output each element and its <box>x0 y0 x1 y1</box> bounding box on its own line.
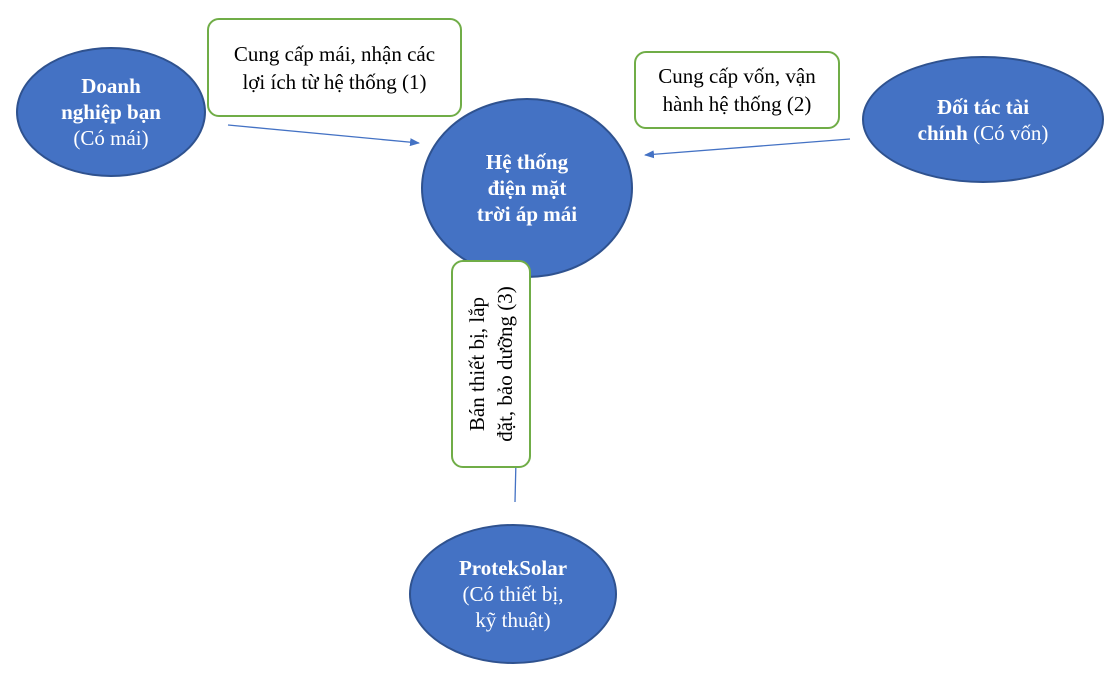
label-2-line-2: hành hệ thống (2) <box>662 92 812 116</box>
label-2-line-1: Cung cấp vốn, vận <box>658 64 816 88</box>
node-doi-tac: Đối tác tài chính (Có vốn) <box>862 56 1104 183</box>
node-doanh-nghiep-title-line-1: Doanh <box>81 74 141 98</box>
node-doanh-nghiep-title-line-2: nghiệp bạn <box>61 100 161 124</box>
node-protek-subtitle-line-1: (Có thiết bị, <box>462 582 564 606</box>
node-center-line-1: Hệ thống <box>485 150 569 174</box>
label-box-1: Cung cấp mái, nhận các lợi ích từ hệ thố… <box>207 18 462 117</box>
label-1-line-2: lợi ích từ hệ thống (1) <box>242 69 427 94</box>
arrow-doanh-nghiep-to-center <box>227 124 420 147</box>
node-doi-tac-title-line-1: Đối tác tài <box>936 94 1030 119</box>
label-3-line-2: đặt, bảo dưỡng (3) <box>493 286 517 442</box>
node-doi-tac-subtitle: (Có vốn) <box>973 120 1049 145</box>
node-center-system: Hệ thống điện mặt trời áp mái <box>421 98 633 278</box>
label-1-line-1: Cung cấp mái, nhận các <box>233 41 436 66</box>
node-doanh-nghiep: Doanh nghiệp bạn (Có mái) <box>16 47 206 177</box>
label-box-3: Bán thiết bị, lắp đặt, bảo dưỡng (3) <box>451 260 531 468</box>
node-protek-solar: ProtekSolar (Có thiết bị, kỹ thuật) <box>409 524 617 664</box>
node-center-line-3: trời áp mái <box>476 202 578 226</box>
node-center-line-2: điện mặt <box>487 176 567 200</box>
node-doanh-nghiep-subtitle: (Có mái) <box>73 126 149 150</box>
label-box-2: Cung cấp vốn, vận hành hệ thống (2) <box>634 51 840 129</box>
node-protek-subtitle-line-2: kỹ thuật) <box>475 608 551 632</box>
node-doi-tac-line-2: chính (Có vốn) <box>918 120 1049 146</box>
node-protek-title: ProtekSolar <box>458 556 568 580</box>
label-3-line-1: Bán thiết bị, lắp <box>465 296 489 432</box>
arrow-doi-tac-to-center <box>644 138 851 159</box>
node-doi-tac-title-line-2: chính <box>917 120 968 145</box>
